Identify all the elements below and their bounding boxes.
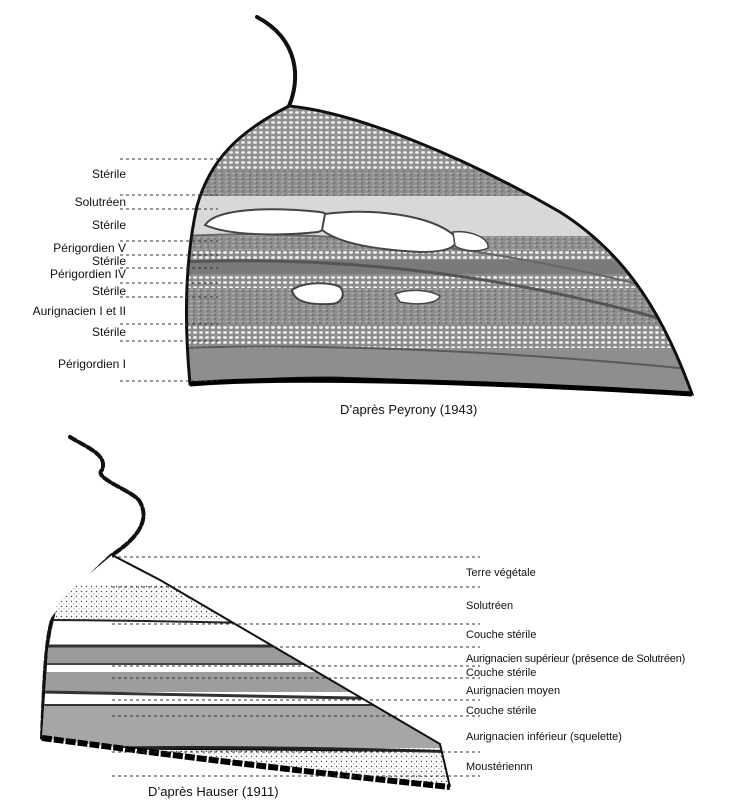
hauser-layer-label: Moustériennn: [466, 760, 533, 774]
hauser-layer-label: Solutréen: [466, 599, 513, 613]
hauser-layer-label: Couche stérile: [466, 704, 536, 718]
peyrony-layer-label: Solutréen: [75, 195, 126, 209]
peyrony-layer-label: Stérile: [92, 284, 126, 298]
peyrony-section: [180, 17, 700, 400]
peyrony-layer-label: Stérile: [92, 254, 126, 268]
hauser-caption: D’après Hauser (1911): [148, 784, 279, 799]
hauser-section: [40, 437, 460, 795]
peyrony-layer-label: Stérile: [92, 218, 126, 232]
hauser-layer-label: Aurignacien inférieur (squelette): [466, 730, 622, 744]
hauser-layer-label: Couche stérile: [466, 666, 536, 680]
hauser-layer-label: Couche stérile: [466, 628, 536, 642]
hauser-layer-label: Aurignacien supérieur (présence de Solut…: [466, 652, 685, 666]
hauser-layer-label: Aurignacien moyen: [466, 684, 560, 698]
peyrony-layer-label: Périgordien IV: [50, 267, 126, 281]
peyrony-caption: D’après Peyrony (1943): [340, 402, 477, 417]
peyrony-layer-label: Périgordien I: [58, 357, 126, 371]
peyrony-layer-label: Aurignacien I et II: [33, 304, 126, 318]
peyrony-layer-label: Stérile: [92, 325, 126, 339]
peyrony-layer-label: Stérile: [92, 167, 126, 181]
peyrony-layer-label: Périgordien V: [53, 241, 126, 255]
hauser-layer-label: Terre végétale: [466, 566, 536, 580]
